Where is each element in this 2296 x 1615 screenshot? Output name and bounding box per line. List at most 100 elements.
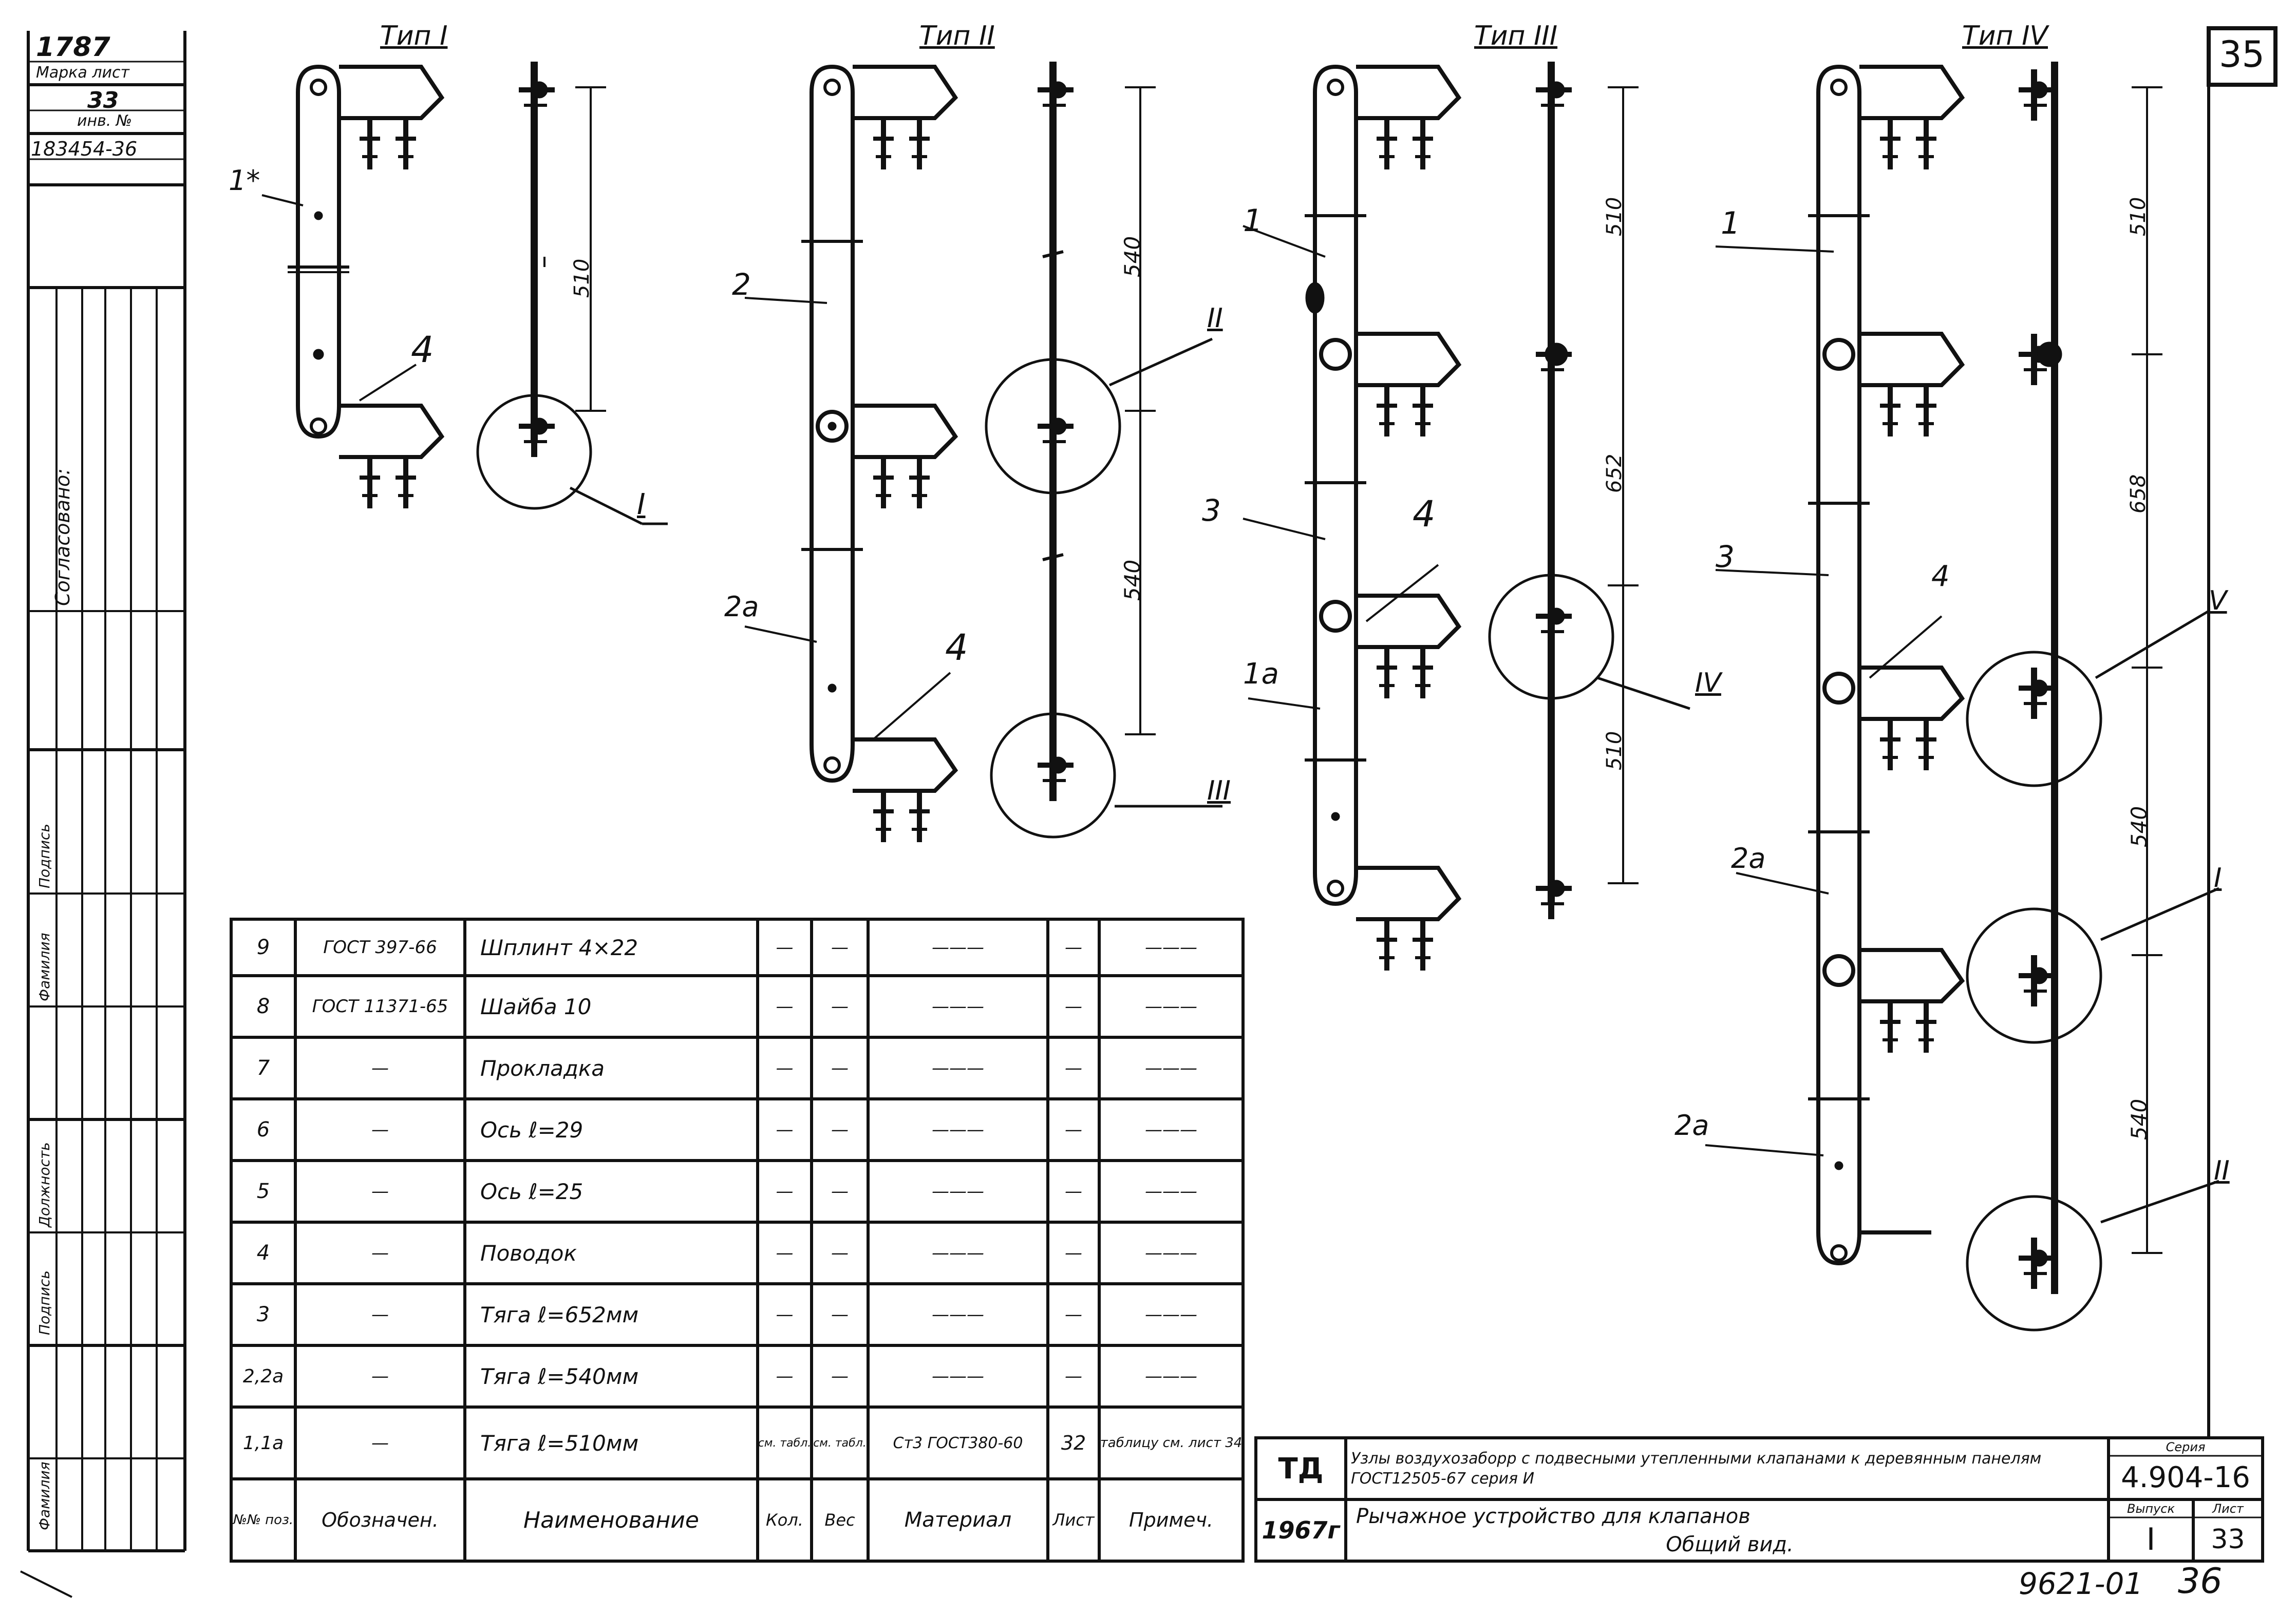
cell-material: ——— [932,1181,984,1202]
header-qty: Кол. [766,1510,803,1530]
title-line3: Общий вид. [1666,1532,1794,1556]
cell-qty: — [776,1058,794,1078]
callout-2a-t4-b: 2а [1674,1109,1709,1142]
dim-510-t3-b: 510 [1603,731,1626,770]
callout-1-t4: 1 [1721,205,1741,241]
cell-note: ——— [1145,1058,1197,1078]
cell-weight: — [831,996,849,1017]
cell-pos: 5 [256,1180,270,1203]
header-pos: №№ поз. [233,1512,294,1528]
header-material: Материал [904,1508,1012,1532]
cell-weight: — [831,1119,849,1140]
callout-1star: 1* [229,164,260,197]
cell-material: ——— [932,1058,984,1078]
dim-658-t4: 658 [2126,474,2150,514]
cell-sheet: — [1065,937,1082,958]
header-weight: Вес [824,1510,855,1530]
cell-qty: — [776,1243,794,1263]
title-line1: Узлы воздухозаборр с подвесными утепленн… [1351,1450,2042,1488]
cell-weight: — [831,1304,849,1325]
cell-pos: 1,1а [242,1432,284,1454]
cell-material: ——— [932,1366,984,1386]
callout-II-t4: II [2214,1155,2230,1186]
cell-weight: — [831,1058,849,1078]
callout-4-t3: 4 [1413,493,1436,535]
cell-weight: см. табл. [813,1436,867,1450]
type2-heading: Тип II [919,21,995,51]
cell-weight: — [831,937,849,958]
dim-652-t3: 652 [1603,453,1626,493]
list-label: Лист [2212,1501,2244,1516]
cell-sheet: — [1065,1366,1082,1386]
dim-540-t2-a: 540 [1120,236,1145,277]
callout-4-t1: 4 [411,329,434,371]
callout-4-t2: 4 [945,626,968,669]
cell-designation: ГОСТ 397-66 [323,937,437,958]
cell-name: Ось ℓ=29 [480,1117,584,1143]
cell-note: ——— [1145,937,1197,958]
header-note: Примеч. [1129,1509,1213,1531]
stamp-row-2: Должность [36,1142,53,1227]
bottom-page: 36 [2178,1561,2223,1602]
cell-material: ——— [932,1304,984,1325]
cell-weight: — [831,1243,849,1263]
cell-weight: — [831,1366,849,1386]
callout-2-t2: 2 [732,267,751,302]
cell-note: ——— [1145,1366,1197,1386]
cell-name: Тяга ℓ=540мм [480,1363,639,1389]
cell-designation: ГОСТ 11371-65 [312,996,448,1017]
cell-designation: — [371,1181,389,1202]
cell-pos: 7 [256,1056,270,1080]
cell-note: ——— [1145,1243,1197,1263]
sheet-number-box [2207,26,2278,87]
cell-sheet: — [1065,1119,1082,1140]
cell-weight: — [831,1181,849,1202]
dim-540-t2-b: 540 [1120,559,1145,601]
cell-designation: — [371,1366,389,1386]
cell-pos: 4 [256,1241,270,1265]
cell-sheet: — [1065,1181,1082,1202]
vypusk-value: I [2146,1521,2156,1557]
cell-designation: — [371,1304,389,1325]
callout-III-t2: III [1207,775,1231,806]
cell-designation: — [371,1433,389,1453]
cell-name: Ось ℓ=25 [480,1179,584,1204]
dim-540-t4-b: 540 [2126,1098,2152,1140]
stamp-row-0: Фамилия [36,1461,53,1530]
type1-heading: Тип I [380,21,448,51]
callout-2a-t2: 2а [724,591,759,623]
stamp-row-3: Фамилия [36,933,53,1001]
list-value: 33 [2211,1524,2245,1555]
type4-assembly [1705,62,2219,1332]
cell-pos: 2,2а [242,1365,284,1387]
callout-2a-t4: 2а [1731,842,1766,875]
type1-assembly [261,62,668,525]
title-block-grid [1254,1436,2264,1563]
cell-sheet: — [1065,1243,1082,1263]
cell-name: Шайба 10 [480,994,592,1019]
type3-heading: Тип III [1474,21,1558,51]
cell-qty: — [776,1181,794,1202]
spec-table-grid [230,918,1245,1563]
cell-qty: — [776,1366,794,1386]
cell-name: Тяга ℓ=652мм [480,1302,639,1327]
stamp-number: 1787 [36,32,110,63]
type3-assembly [1243,62,1690,971]
title-td: ТД [1278,1452,1324,1486]
type2-assembly [744,62,1222,842]
cell-note: ——— [1145,1181,1197,1202]
cell-sheet: — [1065,996,1082,1017]
cell-pos: 8 [256,995,270,1018]
series-label: Серия [2166,1439,2206,1454]
callout-IV-t3: IV [1695,668,1721,698]
vypusk-label: Выпуск [2127,1501,2175,1516]
cell-qty: — [776,1119,794,1140]
stamp-row-1: Подпись [36,1270,53,1335]
stamp-soglasovano: Согласовано: [51,468,74,606]
cell-pos: 3 [256,1303,270,1326]
cell-note: ——— [1145,1304,1197,1325]
cell-designation: — [371,1119,389,1140]
stamp-sheet: 33 [87,87,119,113]
cell-name: Поводок [480,1240,577,1266]
